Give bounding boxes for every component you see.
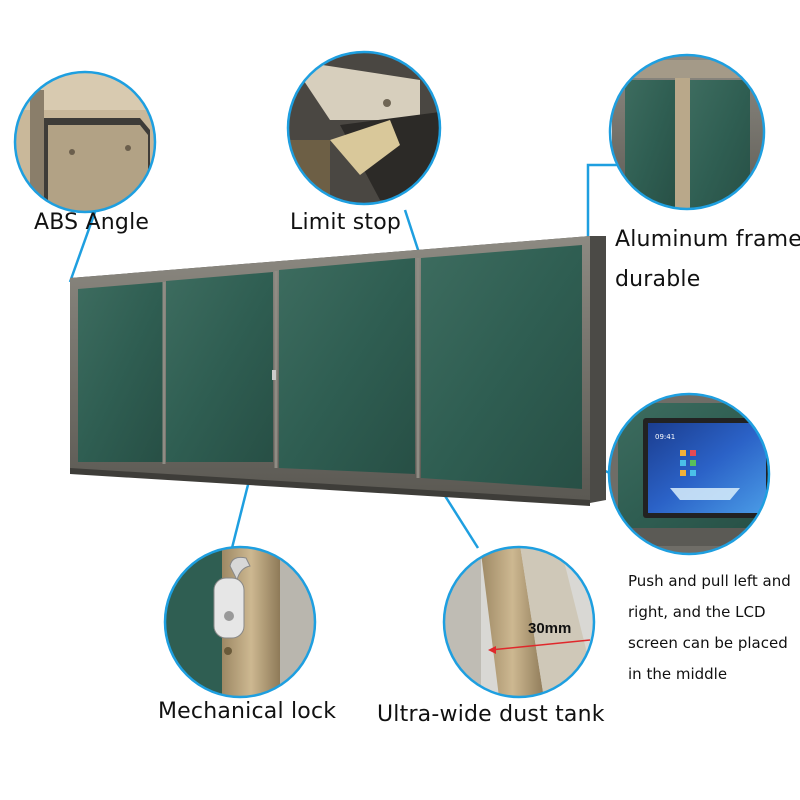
- label-aluminum-frame: Aluminum frame, durable: [615, 227, 800, 292]
- board-panel-4: [421, 245, 582, 489]
- label-abs-angle: ABS Angle: [34, 210, 150, 235]
- detail-aluminum-frame: [608, 53, 766, 211]
- label-limit-stop: Limit stop: [290, 210, 402, 235]
- dimension-label: 30mm: [528, 620, 572, 637]
- board-panel-2: [166, 272, 273, 462]
- label-push-pull: Push and pull left and right, and the LC…: [628, 572, 791, 683]
- lock-body: [213, 577, 245, 639]
- detail-dust-tank: [442, 545, 596, 699]
- lock-handle: [272, 370, 276, 380]
- board-panel-3: [279, 258, 415, 474]
- detail-mechanical-lock: [163, 545, 317, 699]
- label-dust-tank: Ultra-wide dust tank: [377, 702, 605, 727]
- board-panel-1: [78, 282, 163, 462]
- detail-lcd-screen: 09:41: [607, 392, 771, 556]
- sliding-blackboard: [70, 236, 606, 506]
- detail-abs-angle: [13, 70, 157, 214]
- lcd-time: 09:41: [655, 433, 675, 441]
- detail-limit-stop: [286, 50, 442, 206]
- label-mechanical-lock: Mechanical lock: [158, 699, 337, 724]
